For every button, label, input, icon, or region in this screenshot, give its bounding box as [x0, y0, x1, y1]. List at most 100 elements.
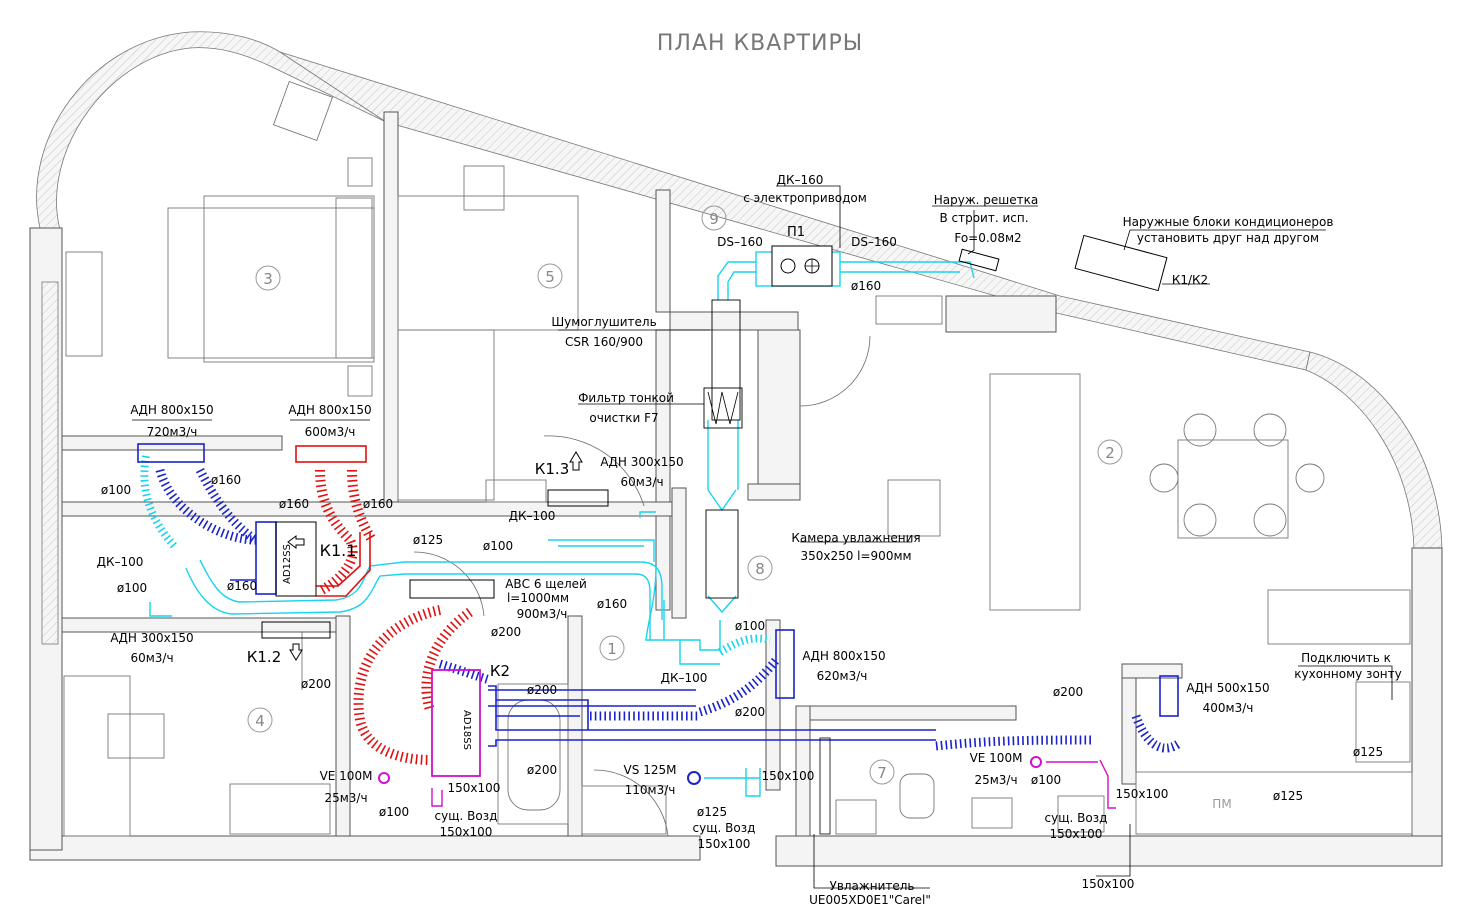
- label-d200-c: ø200: [527, 683, 557, 697]
- room-number-3: 3: [263, 270, 273, 288]
- label-d125: ø125: [413, 533, 443, 547]
- label-k1k2: К1/К2: [1172, 273, 1208, 287]
- label-flow-720: 720м3/ч: [147, 425, 198, 439]
- label-p1: П1: [787, 225, 805, 240]
- label-sush-vozd-right-2: 150х100: [1050, 827, 1103, 841]
- label-size-150-a: 150х100: [448, 781, 501, 795]
- label-ad18ss: AD18SS: [461, 710, 472, 750]
- room-number-9: 9: [709, 210, 719, 228]
- label-ds160-left: DS–160: [717, 235, 763, 249]
- label-fo: Fo=0.08м2: [954, 231, 1021, 245]
- label-flow-620: 620м3/ч: [817, 669, 868, 683]
- label-dk160: ДК–160: [777, 173, 824, 187]
- label-naruzh-bloki-2: установить друг над другом: [1137, 231, 1319, 245]
- label-flow-60-top: 60м3/ч: [620, 475, 663, 489]
- label-ve100m-left: VE 100M: [320, 769, 373, 783]
- label-flow-60-bot: 60м3/ч: [130, 651, 173, 665]
- label-sush-vozd-left-1: сущ. Возд: [435, 809, 498, 823]
- room-numbers: 3 5 2 1 4 7 8 9: [247, 205, 1123, 785]
- plan-title: ПЛАН КВАРТИРЫ: [657, 31, 863, 56]
- label-k11: К1.1: [320, 541, 357, 560]
- label-abs-3: 900м3/ч: [517, 607, 568, 621]
- label-podkl-2: кухонному зонту: [1294, 667, 1401, 681]
- room-number-4: 4: [255, 712, 265, 730]
- label-naruzh-reshetka: Наруж. решетка: [934, 193, 1039, 207]
- label-sush-vozd-right-1: сущ. Возд: [1045, 811, 1108, 825]
- label-d160-b: ø160: [279, 497, 309, 511]
- label-filtr-1: Фильтр тонкой: [578, 391, 674, 405]
- label-d200-f: ø200: [1053, 685, 1083, 699]
- label-d100-c: ø100: [117, 581, 147, 595]
- label-d160-c: ø160: [363, 497, 393, 511]
- label-d160-e: ø160: [227, 579, 257, 593]
- label-ad12ss: AD12SS: [282, 544, 293, 584]
- label-size-150-b: 150х100: [762, 769, 815, 783]
- label-d200-d: ø200: [735, 705, 765, 719]
- ac-ducts: [275, 445, 481, 777]
- label-adn-800-right: АДН 800х150: [802, 649, 885, 663]
- label-v-stroit: В строит. исп.: [939, 211, 1028, 225]
- label-abs-2: l=1000мм: [507, 591, 569, 605]
- label-uvlazh-2: UE005XD0E1"Carel": [809, 893, 931, 907]
- label-k12: К1.2: [247, 648, 282, 666]
- label-flow-600: 600м3/ч: [305, 425, 356, 439]
- label-dk100-top: ДК–100: [509, 509, 556, 523]
- label-kamera-1: Камера увлажнения: [791, 531, 920, 545]
- room-number-5: 5: [545, 268, 555, 286]
- vent-units: [378, 756, 1116, 809]
- label-dk100-left: ДК–100: [97, 555, 144, 569]
- label-d100-d: ø100: [735, 619, 765, 633]
- room-number-8: 8: [755, 560, 765, 578]
- label-adn-500: АДН 500х150: [1186, 681, 1269, 695]
- label-d160-a: ø160: [211, 473, 241, 487]
- room-number-7: 7: [877, 764, 887, 782]
- interior-walls: [61, 111, 1183, 837]
- label-d100-f: ø100: [1031, 773, 1061, 787]
- outer-walls: [29, 31, 1443, 867]
- label-podkl-1: Подключить к: [1301, 651, 1391, 665]
- label-sush-vozd-mid-2: 150х100: [698, 837, 751, 851]
- label-adn-300-bot: АДН 300х150: [110, 631, 193, 645]
- label-d160-top: ø160: [851, 279, 881, 293]
- label-d160-f: ø160: [597, 597, 627, 611]
- label-size-150-c: 150х100: [1116, 787, 1169, 801]
- label-kamera-2: 350х250 l=900мм: [800, 549, 911, 563]
- label-d200-e: ø200: [527, 763, 557, 777]
- label-size-150-d: 150х100: [1082, 877, 1135, 891]
- label-uvlazh-1: Увлажнитель: [830, 879, 915, 893]
- label-shumoglush: Шумоглушитель: [551, 315, 656, 329]
- label-naruzh-bloki-1: Наружные блоки кондиционеров: [1123, 215, 1334, 229]
- label-dk160-sub: с электроприводом: [743, 191, 867, 205]
- label-k13: К1.3: [535, 460, 570, 478]
- label-flow-25-left: 25м3/ч: [324, 791, 367, 805]
- label-ds160-right: DS–160: [851, 235, 897, 249]
- label-abs-1: АВС 6 щелей: [505, 577, 587, 591]
- label-k2: К2: [490, 662, 510, 680]
- label-adn-800-mid: АДН 800х150: [288, 403, 371, 417]
- label-flow-400: 400м3/ч: [1203, 701, 1254, 715]
- room-number-2: 2: [1105, 444, 1115, 462]
- label-dk100-bot: ДК–100: [661, 671, 708, 685]
- label-csr: CSR 160/900: [565, 335, 643, 349]
- label-d100-e: ø100: [379, 805, 409, 819]
- label-flow-110: 110м3/ч: [625, 783, 676, 797]
- label-adn-800-left: АДН 800х150: [130, 403, 213, 417]
- annotations: ДК–160 с электроприводом Наруж. решетка …: [97, 173, 1402, 907]
- label-adn-300-top: АДН 300х150: [600, 455, 683, 469]
- leader-lines: [132, 185, 1393, 889]
- label-filtr-2: очистки F7: [589, 411, 658, 425]
- label-d100-a: ø100: [101, 483, 131, 497]
- label-sush-vozd-mid-1: сущ. Возд: [693, 821, 756, 835]
- label-d200-b: ø200: [491, 625, 521, 639]
- label-pm: ПМ: [1212, 797, 1231, 811]
- direction-arrows: [287, 451, 583, 661]
- label-d125-c: ø125: [697, 805, 727, 819]
- label-ve100m-right: VE 100M: [970, 751, 1023, 765]
- label-vs125m: VS 125M: [624, 763, 677, 777]
- label-d125-b: ø125: [1353, 745, 1383, 759]
- room-number-1: 1: [607, 640, 617, 658]
- label-d100-b: ø100: [483, 539, 513, 553]
- label-flow-25-right: 25м3/ч: [974, 773, 1017, 787]
- label-sush-vozd-left-2: 150х100: [440, 825, 493, 839]
